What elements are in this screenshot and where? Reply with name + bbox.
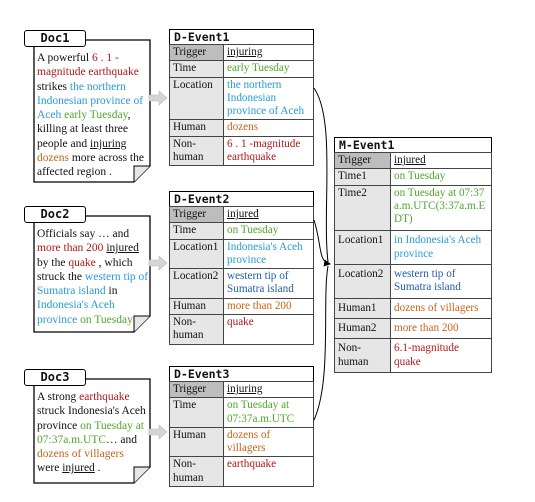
devent2-to-mevent-curve xyxy=(313,219,331,267)
devent1-to-mevent-curve xyxy=(313,87,329,263)
doc2-title: Doc2 xyxy=(24,206,86,223)
doc3-title: Doc3 xyxy=(24,369,86,386)
devent3-title: D-Event3 xyxy=(169,366,314,382)
doc3-page-shape xyxy=(33,378,151,484)
devent2-title: D-Event2 xyxy=(169,191,314,207)
doc2-page-shape xyxy=(33,215,151,333)
mevent1-title: M-Event1 xyxy=(334,137,492,153)
doc3-text: A strong earthquake struck Indonesia's A… xyxy=(37,391,146,475)
doc3-to-devent3-arrow xyxy=(148,424,168,440)
devent1-title: D-Event1 xyxy=(169,29,314,45)
doc2-to-devent2-arrow xyxy=(148,255,168,271)
devent3-to-mevent-curve xyxy=(313,265,329,421)
doc2-text: Officials say … and more than 200 injure… xyxy=(37,228,149,326)
doc1-page-shape xyxy=(33,39,151,183)
doc1-title: Doc1 xyxy=(24,30,86,47)
doc1-to-devent1-arrow xyxy=(148,90,168,106)
doc1-text: A powerful 6 . 1 - magnitude earthquake … xyxy=(37,52,144,179)
